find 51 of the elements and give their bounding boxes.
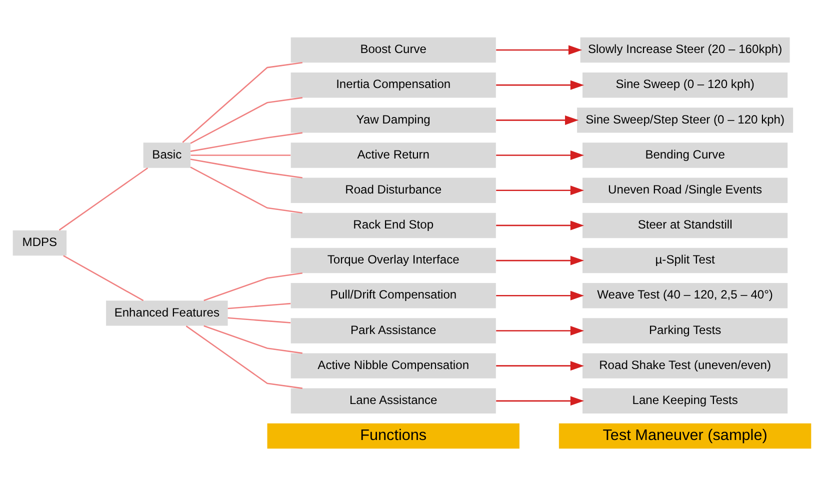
connector — [228, 302, 291, 309]
arrow — [496, 80, 584, 90]
connector — [204, 324, 302, 354]
arrow — [496, 290, 584, 300]
node-box: Steer at Standstill — [582, 212, 788, 238]
arrow — [496, 325, 584, 335]
arrow — [496, 396, 584, 406]
node-box: Road Disturbance — [290, 177, 496, 202]
node-box: Basic — [143, 142, 190, 168]
node-box: Parking Tests — [582, 318, 788, 343]
node-box: Yaw Damping — [290, 107, 496, 132]
arrow — [496, 360, 584, 370]
connector — [182, 61, 302, 142]
arrow — [496, 150, 584, 160]
connector — [190, 166, 302, 213]
arrow — [496, 114, 579, 124]
node-box: Lane Keeping Tests — [582, 388, 788, 414]
node-box: Pull/Drift Compensation — [290, 282, 496, 308]
arrow — [496, 44, 582, 54]
node-box: Rack End Stop — [290, 212, 496, 238]
arrow — [496, 255, 584, 265]
node-box: MDPS — [12, 230, 67, 256]
node-box: Weave Test (40 – 120, 2,5 – 40°) — [582, 282, 788, 308]
node-box: Test Maneuver (sample) — [558, 422, 812, 448]
node-box: Boost Curve — [290, 36, 496, 62]
node-box: Active Nibble Compensation — [290, 352, 496, 378]
arrow — [496, 185, 584, 195]
node-box: Sine Sweep (0 – 120 kph) — [582, 72, 788, 98]
node-box: Inertia Compensation — [290, 72, 496, 98]
connector — [190, 132, 302, 152]
node-box: Active Return — [290, 142, 496, 168]
node-box: Park Assistance — [290, 318, 496, 343]
node-box: Uneven Road /Single Events — [582, 177, 788, 202]
connector — [190, 158, 302, 178]
node-box: Functions — [267, 422, 520, 448]
node-box: Enhanced Features — [106, 300, 228, 326]
connector — [63, 254, 144, 301]
node-box: Bending Curve — [582, 142, 788, 168]
connector — [204, 272, 302, 301]
node-box: Lane Assistance — [290, 388, 496, 414]
connector — [190, 154, 291, 156]
arrow — [496, 220, 584, 230]
connector — [186, 325, 302, 388]
connector — [58, 166, 148, 230]
node-box: µ-Split Test — [582, 247, 788, 273]
connector — [190, 96, 302, 144]
node-box: Sine Sweep/Step Steer (0 – 120 kph) — [577, 107, 794, 132]
node-box: Slowly Increase Steer (20 – 160kph) — [580, 36, 790, 62]
connector — [228, 316, 291, 323]
node-box: Torque Overlay Interface — [290, 247, 496, 273]
node-box: Road Shake Test (uneven/even) — [582, 352, 788, 378]
